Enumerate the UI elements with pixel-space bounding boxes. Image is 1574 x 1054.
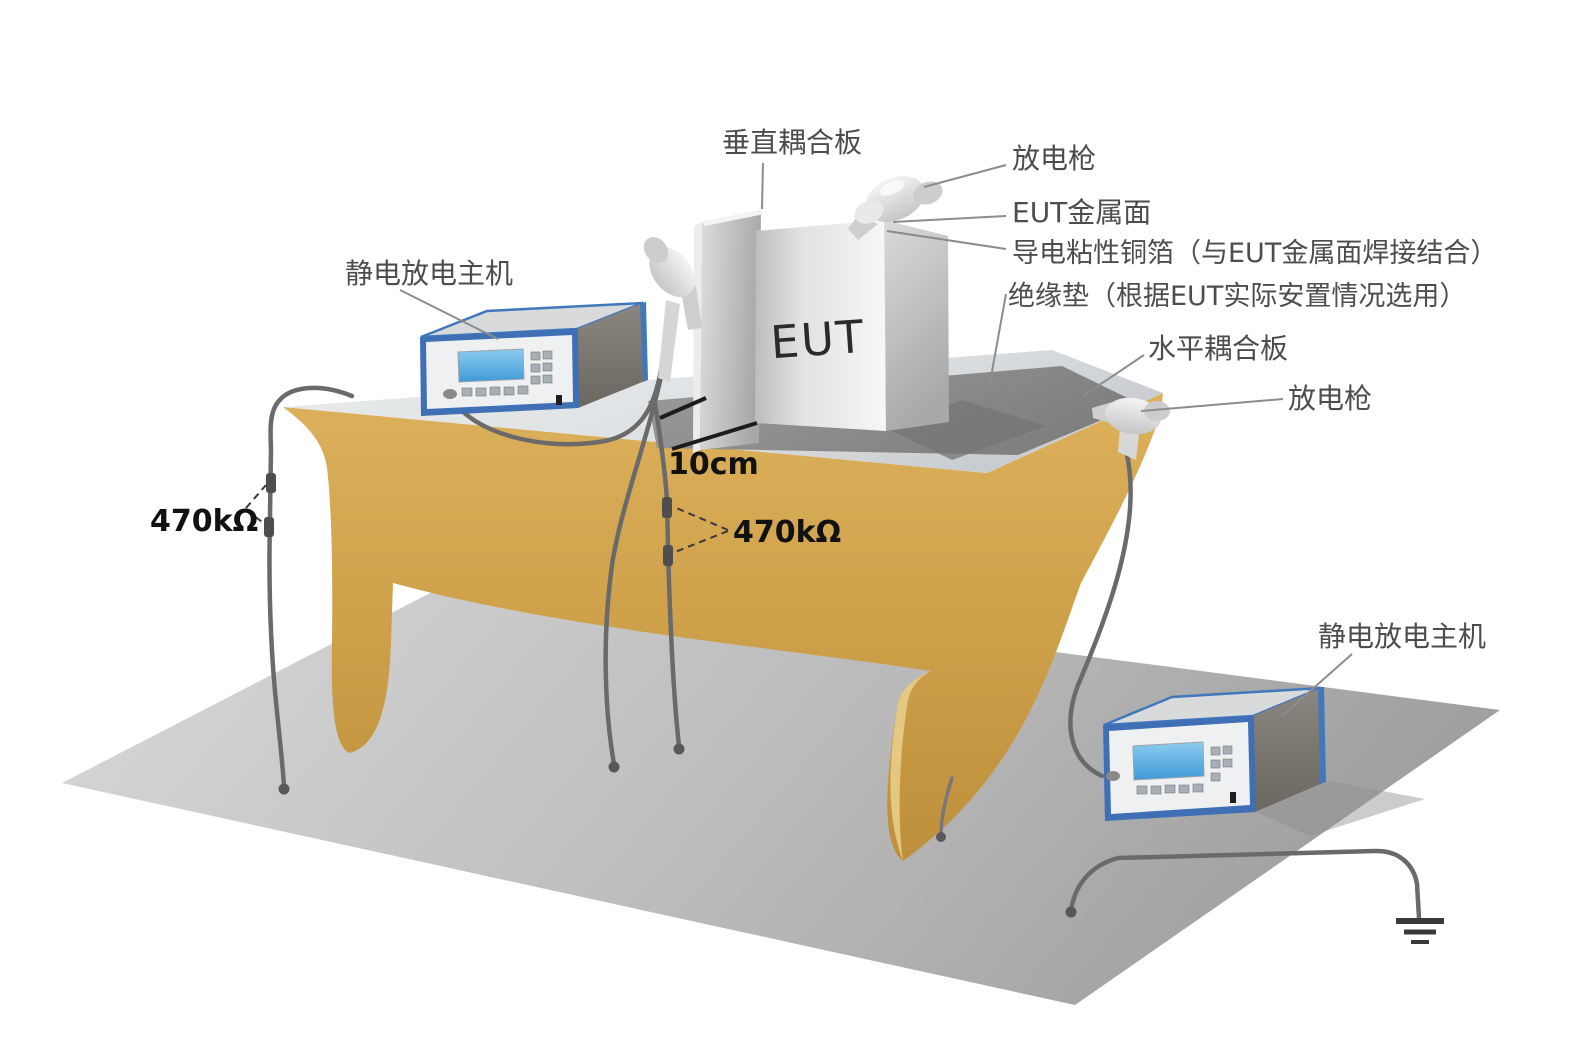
resistor-bead	[662, 497, 672, 518]
cable-end-gun	[608, 761, 620, 773]
label-resistor-middle: 470kΩ	[733, 515, 841, 550]
label-insulation-pad: 绝缘垫（根据EUT实际安置情况选用）	[1008, 281, 1466, 312]
ground-reference-plane	[62, 575, 1500, 1005]
earth-cable	[1068, 848, 1422, 921]
generator-screen	[457, 348, 525, 383]
label-resistor-left: 470kΩ	[150, 504, 258, 539]
generator-side-trim	[640, 302, 648, 382]
leader-horizontal-coupling-plate	[1082, 354, 1145, 397]
generator-shadow	[1256, 781, 1425, 836]
earth-cable-end	[1065, 906, 1077, 918]
label-esd-generator-table: 静电放电主机	[345, 257, 513, 290]
leader-lines	[399, 162, 1353, 717]
table-leg-highlight	[890, 671, 931, 861]
discharge-gun-top	[848, 176, 943, 240]
gun-front	[854, 200, 884, 224]
resistor-pointers	[245, 484, 729, 553]
eut-box: EUT	[755, 220, 949, 431]
label-vertical-coupling-plate: 垂直耦合板	[722, 126, 862, 159]
eut-right-face	[884, 220, 949, 431]
label-discharge-gun-top: 放电枪	[1012, 142, 1096, 175]
label-copper-foil: 导电粘性铜箔（与EUT金属面焊接结合）	[1012, 238, 1497, 269]
generator-slot	[556, 395, 562, 405]
ground-cable-middle	[652, 401, 685, 755]
generator-buttons	[461, 350, 553, 397]
ground-cable-left	[264, 385, 355, 795]
generator-side	[1253, 688, 1323, 812]
gun-cable-floor-tail	[939, 776, 954, 836]
generator-side	[577, 303, 645, 408]
ground-symbol-icon	[1396, 918, 1444, 944]
resistor-bead	[663, 545, 673, 566]
leader-discharge-gun-right	[1140, 398, 1284, 412]
label-esd-generator-floor: 静电放电主机	[1318, 620, 1486, 653]
esd-generator-floor-device	[1103, 686, 1425, 836]
cable-end-right	[936, 832, 946, 842]
discharge-gun-middle	[448, 237, 702, 773]
gun-cable-to-floor	[603, 349, 669, 767]
leader-esd-generator-table	[399, 289, 499, 340]
cable-end-left	[278, 783, 290, 795]
gun-nozzle	[681, 286, 702, 330]
label-horizontal-coupling-plate: 水平耦合板	[1148, 332, 1288, 365]
vertical-coupling-plate	[693, 210, 764, 454]
gun-grip	[658, 300, 680, 382]
earth-connection	[1065, 848, 1444, 944]
distance-marker: 10cm	[659, 396, 759, 482]
eut-text: EUT	[769, 310, 867, 369]
gun-grip	[1118, 426, 1140, 460]
resistor-bead	[264, 517, 274, 537]
gun-cap	[643, 237, 669, 263]
gun-highlight	[879, 180, 905, 196]
label-discharge-gun-right: 放电枪	[1288, 382, 1372, 415]
leader-eut-metal-surface	[892, 215, 1007, 223]
label-eut-metal-surface: EUT金属面	[1012, 196, 1151, 229]
generator-screen	[1132, 741, 1205, 781]
gun-cap	[913, 181, 943, 205]
leader-discharge-gun-top	[923, 164, 1007, 188]
discharge-gun-right	[936, 397, 1170, 842]
leader-insulation-pad	[988, 293, 1007, 389]
leader-vertical-coupling-plate	[761, 162, 764, 210]
generator-port	[443, 389, 457, 399]
generator-buttons	[1136, 745, 1233, 795]
leader-esd-generator-floor	[1281, 653, 1353, 717]
gun-cable-to-generator	[1068, 452, 1133, 779]
generator-slot	[1230, 792, 1236, 803]
gun-cap	[1144, 401, 1170, 421]
generator-port	[1106, 771, 1120, 781]
distance-label: 10cm	[668, 447, 759, 482]
resistor-bead	[266, 473, 276, 493]
cable-end-middle	[673, 743, 685, 755]
eut-front-face	[755, 220, 886, 431]
generator-side-trim	[1318, 687, 1326, 784]
table-body	[283, 393, 1163, 861]
leader-copper-foil	[886, 230, 1007, 250]
